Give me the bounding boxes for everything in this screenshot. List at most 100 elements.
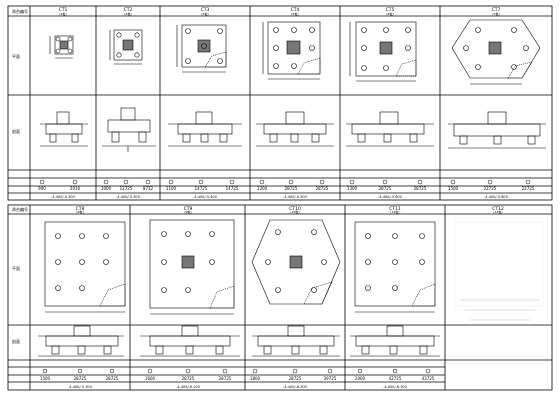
top-levels: -4.400/-5.300 -4.400/-5.300 -4.400/-5.40… [51, 195, 508, 199]
cap-sub: (9桩) [184, 209, 191, 214]
cap-sub: (6桩) [386, 11, 393, 16]
level-cell: -4.400/-5.500 [283, 195, 307, 199]
section-ct2 [102, 107, 156, 152]
data-cell: 28725 [285, 186, 298, 191]
section-label-bottom: 剖面 [12, 338, 20, 344]
data-cell: 1800 [250, 376, 261, 381]
level-cell: -4.400/-6.100 [176, 385, 200, 389]
data-cell: 1000 [101, 186, 112, 191]
section-ct7 [448, 111, 546, 149]
cap-name: CT4 [291, 7, 300, 13]
plan-ct11 [354, 221, 436, 313]
data-cell: 900 [38, 186, 46, 191]
data-cell: 14725 [195, 186, 208, 191]
plan-ct3 [176, 24, 227, 73]
data-cell: 42725 [389, 376, 402, 381]
data-cell: 28725 [289, 376, 302, 381]
data-cell: 1300 [347, 186, 358, 191]
bottom-headers: CT8 (8桩) CT9 (9桩) CT10 (10桩) CT11 (11桩) … [76, 206, 504, 214]
data-cell: 22725 [484, 186, 497, 191]
cap-sub: (11桩) [390, 209, 399, 214]
cap-name: CT3 [201, 7, 210, 13]
data-cell: 28725 [414, 186, 427, 191]
level-cell: -4.400/-5.300 [68, 385, 92, 389]
plan-ct5 [349, 21, 417, 82]
top-headers: CT1 (4桩) CT2 (4桩) CT3 (5桩) CT4 (5桩) CT5 … [59, 7, 501, 16]
data-cell: 28725 [219, 376, 232, 381]
cap-name: CT8 [76, 206, 85, 212]
bottom-levels: -4.400/-5.300 -4.400/-6.100 -4.400/-6.30… [68, 385, 407, 389]
section-ct8 [38, 325, 124, 357]
level-cell: -4.400/-5.300 [116, 195, 140, 199]
data-cell: 1500 [448, 186, 459, 191]
level-cell: -4.400/-5.400 [193, 195, 217, 199]
plan-label-top: 平面 [12, 54, 20, 59]
section-ct1 [40, 111, 88, 147]
cap-sub: (5桩) [291, 11, 298, 16]
top-markers [39, 179, 531, 185]
data-cell: 1600 [145, 376, 156, 381]
cap-name: CT7 [492, 7, 501, 13]
level-cell: -4.400/-5.300 [51, 195, 75, 199]
section-ct11 [350, 325, 440, 357]
plan-ct8 [44, 221, 126, 313]
cap-sub: (4桩) [59, 11, 66, 16]
cap-name: CT5 [386, 7, 395, 13]
data-cell: 28725 [316, 186, 329, 191]
level-cell: -4.400/-5.800 [484, 195, 508, 199]
level-cell: -4.400/-6.300 [383, 385, 407, 389]
data-cell: 8732 [143, 186, 154, 191]
bottom-markers [42, 368, 431, 374]
cap-sub: (7桩) [492, 11, 499, 16]
bottom-data: 1500 28725 28725 1600 28725 28725 1800 2… [40, 376, 435, 381]
col-label-bottom: 承台编号 [12, 206, 28, 212]
data-cell: 28725 [106, 376, 119, 381]
data-cell: 12725 [120, 186, 133, 191]
data-cell: 28725 [182, 376, 195, 381]
cap-sub: (8桩) [76, 209, 83, 214]
cap-sub: (12桩) [493, 209, 502, 214]
cap-name: CT9 [184, 206, 193, 212]
data-cell: 1200 [257, 186, 268, 191]
level-cell: -4.400/-5.600 [378, 195, 402, 199]
data-cell: 28725 [379, 186, 392, 191]
top-data: 900 2016 1000 12725 8732 1100 14725 1472… [38, 186, 535, 191]
section-ct3 [168, 111, 242, 147]
data-cell: 1500 [40, 376, 51, 381]
plan-ct4 [262, 21, 321, 80]
data-cell: 2000 [355, 376, 366, 381]
cap-name: CT12 [492, 206, 504, 212]
section-ct9 [140, 325, 240, 357]
section-label-top: 剖面 [12, 128, 20, 134]
data-cell: 22725 [522, 186, 535, 191]
cap-name: CT10 [289, 206, 301, 212]
data-cell: 2016 [70, 186, 81, 191]
section-ct5 [346, 111, 434, 147]
plan-ct7 [451, 19, 541, 85]
row-labels: 承台编号 平面 剖面 承台编号 平面 剖面 [12, 8, 28, 344]
cap-name: CT11 [389, 206, 401, 212]
level-cell: -4.400/-6.300 [283, 385, 307, 389]
plan-label-bottom: 平面 [12, 266, 20, 271]
section-ct4 [256, 111, 334, 147]
data-cell: 14725 [226, 186, 239, 191]
section-ct10 [252, 325, 340, 357]
plan-ct9 [149, 219, 235, 315]
data-cell: 28725 [74, 376, 87, 381]
plan-ct2 [109, 29, 143, 65]
plan-ct1 [49, 35, 74, 59]
plan-ct10 [251, 219, 341, 305]
cap-name: CT1 [59, 7, 68, 13]
data-cell: 1100 [166, 186, 177, 191]
cap-sub: (4桩) [124, 11, 131, 16]
plan-ct12-faded [454, 221, 544, 321]
data-cell: 43725 [422, 376, 435, 381]
cap-sub: (5桩) [201, 11, 208, 16]
col-label-top: 承台编号 [12, 8, 28, 14]
cap-name: CT2 [124, 7, 133, 13]
data-cell: 39725 [324, 376, 337, 381]
top-table [7, 5, 553, 201]
cap-sub: (10桩) [290, 209, 299, 214]
bottom-table [7, 204, 553, 391]
